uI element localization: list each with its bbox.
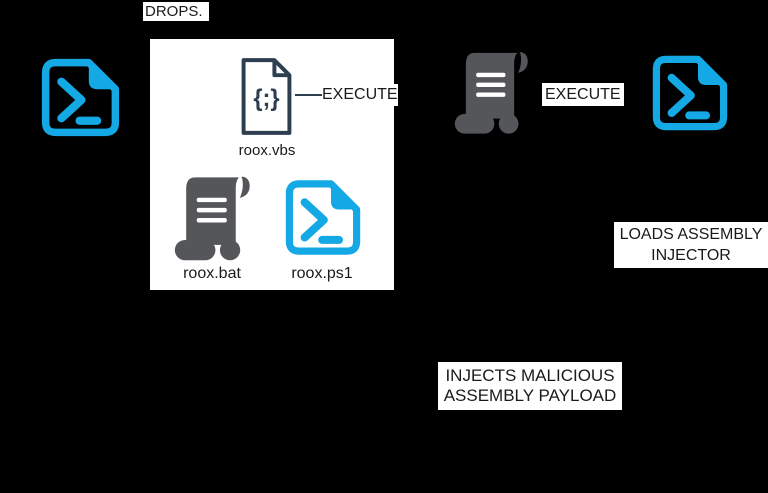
execute-vbs-label: EXECUTE (322, 84, 398, 106)
vbs-file-name: roox.vbs (238, 142, 296, 159)
ps1-file-icon (283, 175, 363, 260)
drops-label: DROPS. (143, 2, 209, 21)
powershell-injector-icon (650, 53, 730, 133)
loads-assembly-line1: LOADS ASSEMBLY (619, 226, 763, 243)
loads-assembly-line2: INJECTOR (651, 247, 731, 264)
ps1-file-name: roox.ps1 (291, 265, 353, 282)
powershell-file-icon (41, 58, 120, 137)
vbs-execute-connector (295, 94, 322, 96)
powershell-file-icon (285, 180, 361, 255)
executed-script-icon (454, 50, 530, 135)
powershell-file-icon (652, 55, 728, 131)
scroll-script-icon (454, 52, 528, 134)
loads-assembly-label: LOADS ASSEMBLY INJECTOR (614, 222, 768, 268)
vbs-file-icon: {;} (238, 57, 295, 136)
execute-bat-label: EXECUTE (542, 83, 624, 106)
injects-payload-line2: ASSEMBLY PAYLOAD (443, 386, 617, 405)
bat-file-icon (174, 172, 252, 264)
powershell-dropper-icon (38, 56, 123, 139)
injects-payload-label: INJECTS MALICIOUS ASSEMBLY PAYLOAD (438, 362, 622, 410)
injects-payload-line1: INJECTS MALICIOUS (445, 366, 615, 385)
script-document-icon: {;} (241, 58, 292, 135)
code-glyph: {;} (253, 86, 279, 112)
scroll-script-icon (174, 176, 250, 261)
bat-file-name: roox.bat (183, 265, 241, 282)
